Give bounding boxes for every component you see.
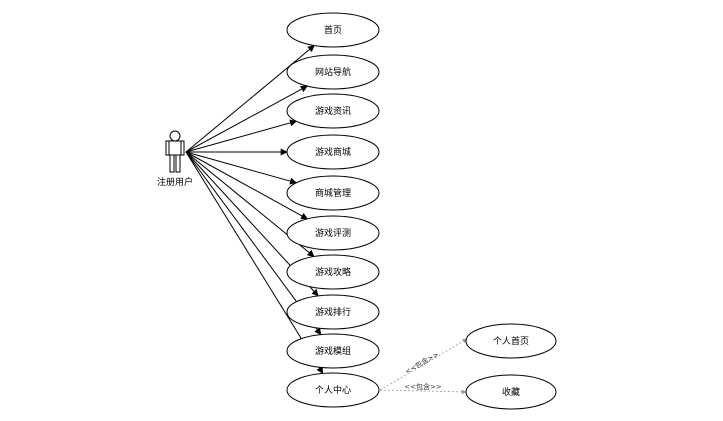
use-case-ellipse <box>286 93 380 129</box>
use-case-label: 个人中心 <box>315 384 351 396</box>
use-case[interactable]: 首页 <box>286 12 380 48</box>
association-line <box>185 151 297 185</box>
use-case-ellipse <box>286 294 380 330</box>
include-label: <<包含>> <box>403 350 440 377</box>
use-case[interactable]: 游戏排行 <box>286 294 380 330</box>
use-case-ellipse <box>286 372 380 408</box>
include-label: <<包含>> <box>404 382 442 391</box>
use-case-ellipse <box>286 54 380 90</box>
actor-icon <box>165 130 185 173</box>
include-line <box>379 338 468 391</box>
use-case-label: 首页 <box>324 24 342 36</box>
association-line <box>185 119 297 153</box>
use-case-label: 游戏资讯 <box>315 105 351 117</box>
use-case-ellipse <box>286 215 380 251</box>
use-case[interactable]: 游戏攻略 <box>286 254 380 290</box>
use-case[interactable]: 游戏模组 <box>286 333 380 369</box>
included-use-case-ellipse <box>465 323 557 359</box>
actor-left-leg <box>169 154 175 173</box>
use-case-label: 商城管理 <box>315 187 351 199</box>
actor-right-arm <box>180 140 185 156</box>
use-case[interactable]: 商城管理 <box>286 175 380 211</box>
use-case[interactable]: 游戏商城 <box>286 134 380 170</box>
use-case-ellipse <box>286 333 380 369</box>
association-line <box>185 45 315 153</box>
use-case-ellipse <box>286 12 380 48</box>
use-case-ellipse <box>286 134 380 170</box>
use-case-ellipse <box>286 254 380 290</box>
included-use-case-ellipse <box>465 374 557 410</box>
association-line <box>185 85 308 153</box>
use-case[interactable]: 网站导航 <box>286 54 380 90</box>
actor-right-leg <box>175 154 181 173</box>
include-relations: <<包含>> <<包含>> <box>379 338 468 395</box>
included-use-case-label: 个人首页 <box>493 335 529 347</box>
association-line <box>185 151 324 374</box>
use-case-label: 游戏商城 <box>315 146 351 158</box>
use-case-ellipse <box>286 175 380 211</box>
use-case-label: 游戏评测 <box>315 227 351 239</box>
association-line <box>185 151 309 220</box>
actor-head <box>169 130 181 142</box>
actor-registered-user: 注册用户 <box>157 130 193 188</box>
use-case-label: 游戏排行 <box>315 306 351 318</box>
use-case-label: 游戏攻略 <box>315 266 351 278</box>
actor-label: 注册用户 <box>157 176 193 188</box>
use-case[interactable]: 游戏资讯 <box>286 93 380 129</box>
use-case-label: 网站导航 <box>315 66 351 78</box>
included-use-case-label: 收藏 <box>502 386 520 398</box>
use-case-label: 游戏模组 <box>315 345 351 357</box>
use-case[interactable]: 个人中心 <box>286 372 380 408</box>
actor-left-arm <box>165 140 170 156</box>
included-use-case[interactable]: 收藏 <box>465 374 557 410</box>
included-use-case[interactable]: 个人首页 <box>465 323 557 359</box>
use-case[interactable]: 游戏评测 <box>286 215 380 251</box>
